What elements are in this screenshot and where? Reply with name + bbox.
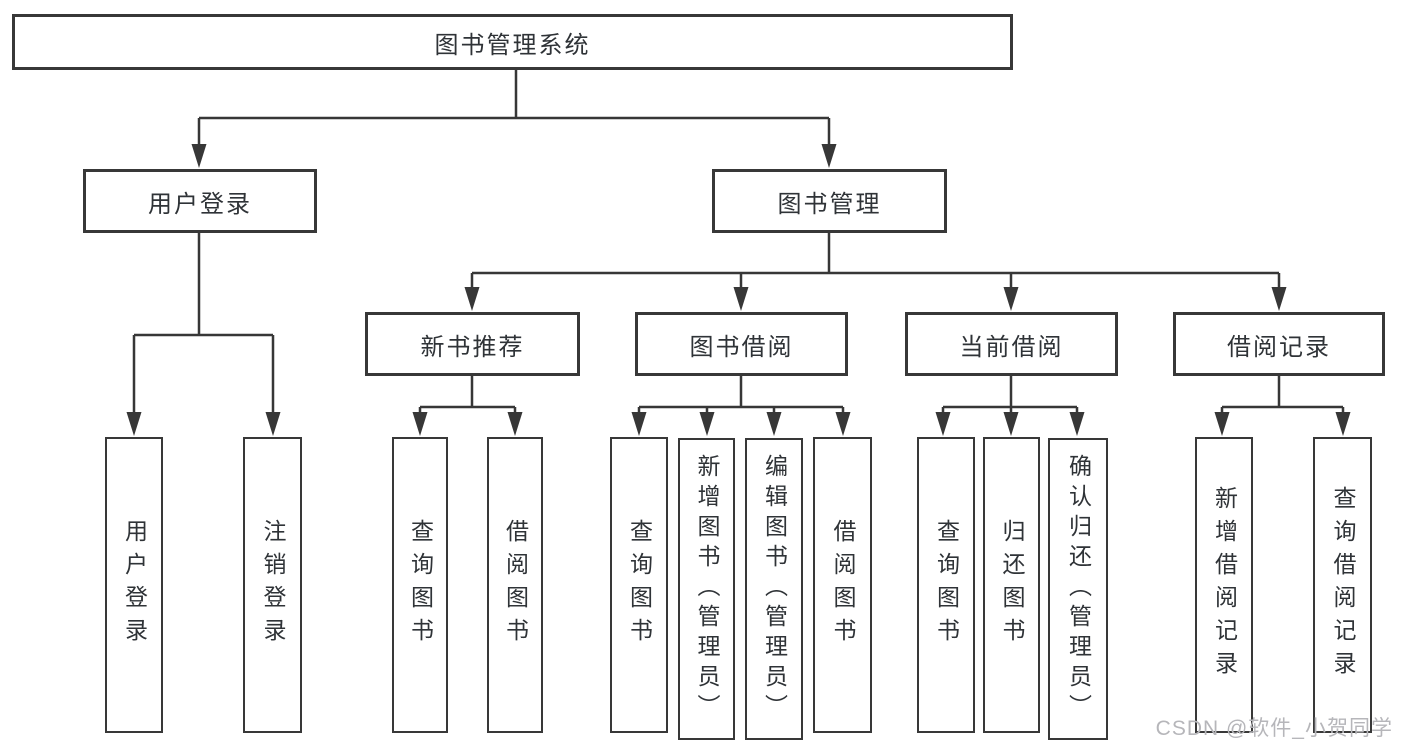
leaf-logout-label: 注销登录	[260, 519, 286, 651]
leaf-logout: 注销登录	[243, 437, 302, 733]
node-book-borrowing: 图书借阅	[635, 312, 848, 376]
node-new-book-recommend: 新书推荐	[365, 312, 580, 376]
leaf-edit-book-admin-label: 编辑图书（管理员）	[761, 454, 788, 724]
leaf-borrow-books-recommend: 借阅图书	[487, 437, 543, 733]
node-book-management-label: 图书管理	[777, 190, 882, 218]
leaf-borrow-books-borrowing: 借阅图书	[813, 437, 872, 733]
node-current-borrowing: 当前借阅	[905, 312, 1118, 376]
node-root-system-label: 图书管理系统	[434, 31, 591, 59]
leaf-query-books-recommend: 查询图书	[392, 437, 448, 733]
node-user-login: 用户登录	[83, 169, 317, 233]
node-book-management: 图书管理	[712, 169, 947, 233]
leaf-query-books-recommend-label: 查询图书	[407, 519, 434, 651]
leaf-return-book: 归还图书	[983, 437, 1040, 733]
leaf-query-books-current: 查询图书	[917, 437, 975, 733]
leaf-add-book-admin-label: 新增图书（管理员）	[694, 454, 720, 724]
node-current-borrowing-label: 当前借阅	[959, 333, 1064, 361]
leaf-query-books-current-label: 查询图书	[933, 519, 960, 651]
leaf-add-borrow-record: 新增借阅记录	[1195, 437, 1253, 733]
leaf-edit-book-admin: 编辑图书（管理员）	[745, 438, 803, 740]
leaf-query-borrow-record: 查询借阅记录	[1313, 437, 1372, 733]
leaf-query-books-borrowing: 查询图书	[610, 437, 668, 733]
node-user-login-label: 用户登录	[148, 190, 252, 218]
node-borrow-records: 借阅记录	[1173, 312, 1385, 376]
node-root-system: 图书管理系统	[12, 14, 1013, 70]
connector-paths	[132, 69, 1345, 415]
leaf-confirm-return-admin-label: 确认归还（管理员）	[1065, 454, 1092, 724]
leaf-add-borrow-record-label: 新增借阅记录	[1211, 486, 1238, 684]
leaf-borrow-books-borrowing-label: 借阅图书	[830, 519, 856, 651]
node-new-book-recommend-label: 新书推荐	[420, 333, 525, 361]
leaf-borrow-books-recommend-label: 借阅图书	[502, 519, 529, 651]
leaf-add-book-admin: 新增图书（管理员）	[678, 438, 735, 740]
node-book-borrowing-label: 图书借阅	[689, 333, 794, 361]
leaf-user-login: 用户登录	[105, 437, 163, 733]
leaf-query-borrow-record-label: 查询借阅记录	[1330, 486, 1356, 684]
leaf-return-book-label: 归还图书	[999, 519, 1025, 651]
node-borrow-records-label: 借阅记录	[1227, 333, 1331, 361]
leaf-user-login-label: 用户登录	[121, 519, 148, 651]
leaf-query-books-borrowing-label: 查询图书	[626, 519, 653, 651]
csdn-watermark: CSDN @软件_小贺同学	[1155, 717, 1393, 740]
leaf-confirm-return-admin: 确认归还（管理员）	[1048, 438, 1108, 740]
